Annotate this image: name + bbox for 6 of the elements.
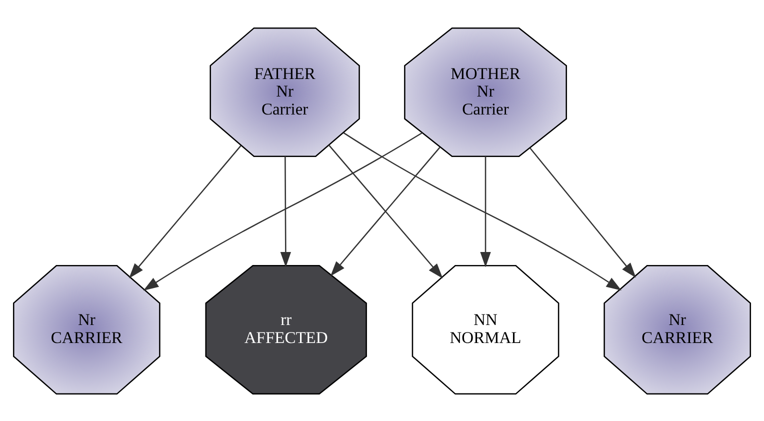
- arrow: [128, 144, 242, 278]
- arrow: [530, 147, 636, 278]
- arrow: [343, 132, 622, 290]
- arrow: [480, 156, 491, 267]
- arrow: [143, 132, 422, 290]
- arrow: [280, 156, 292, 267]
